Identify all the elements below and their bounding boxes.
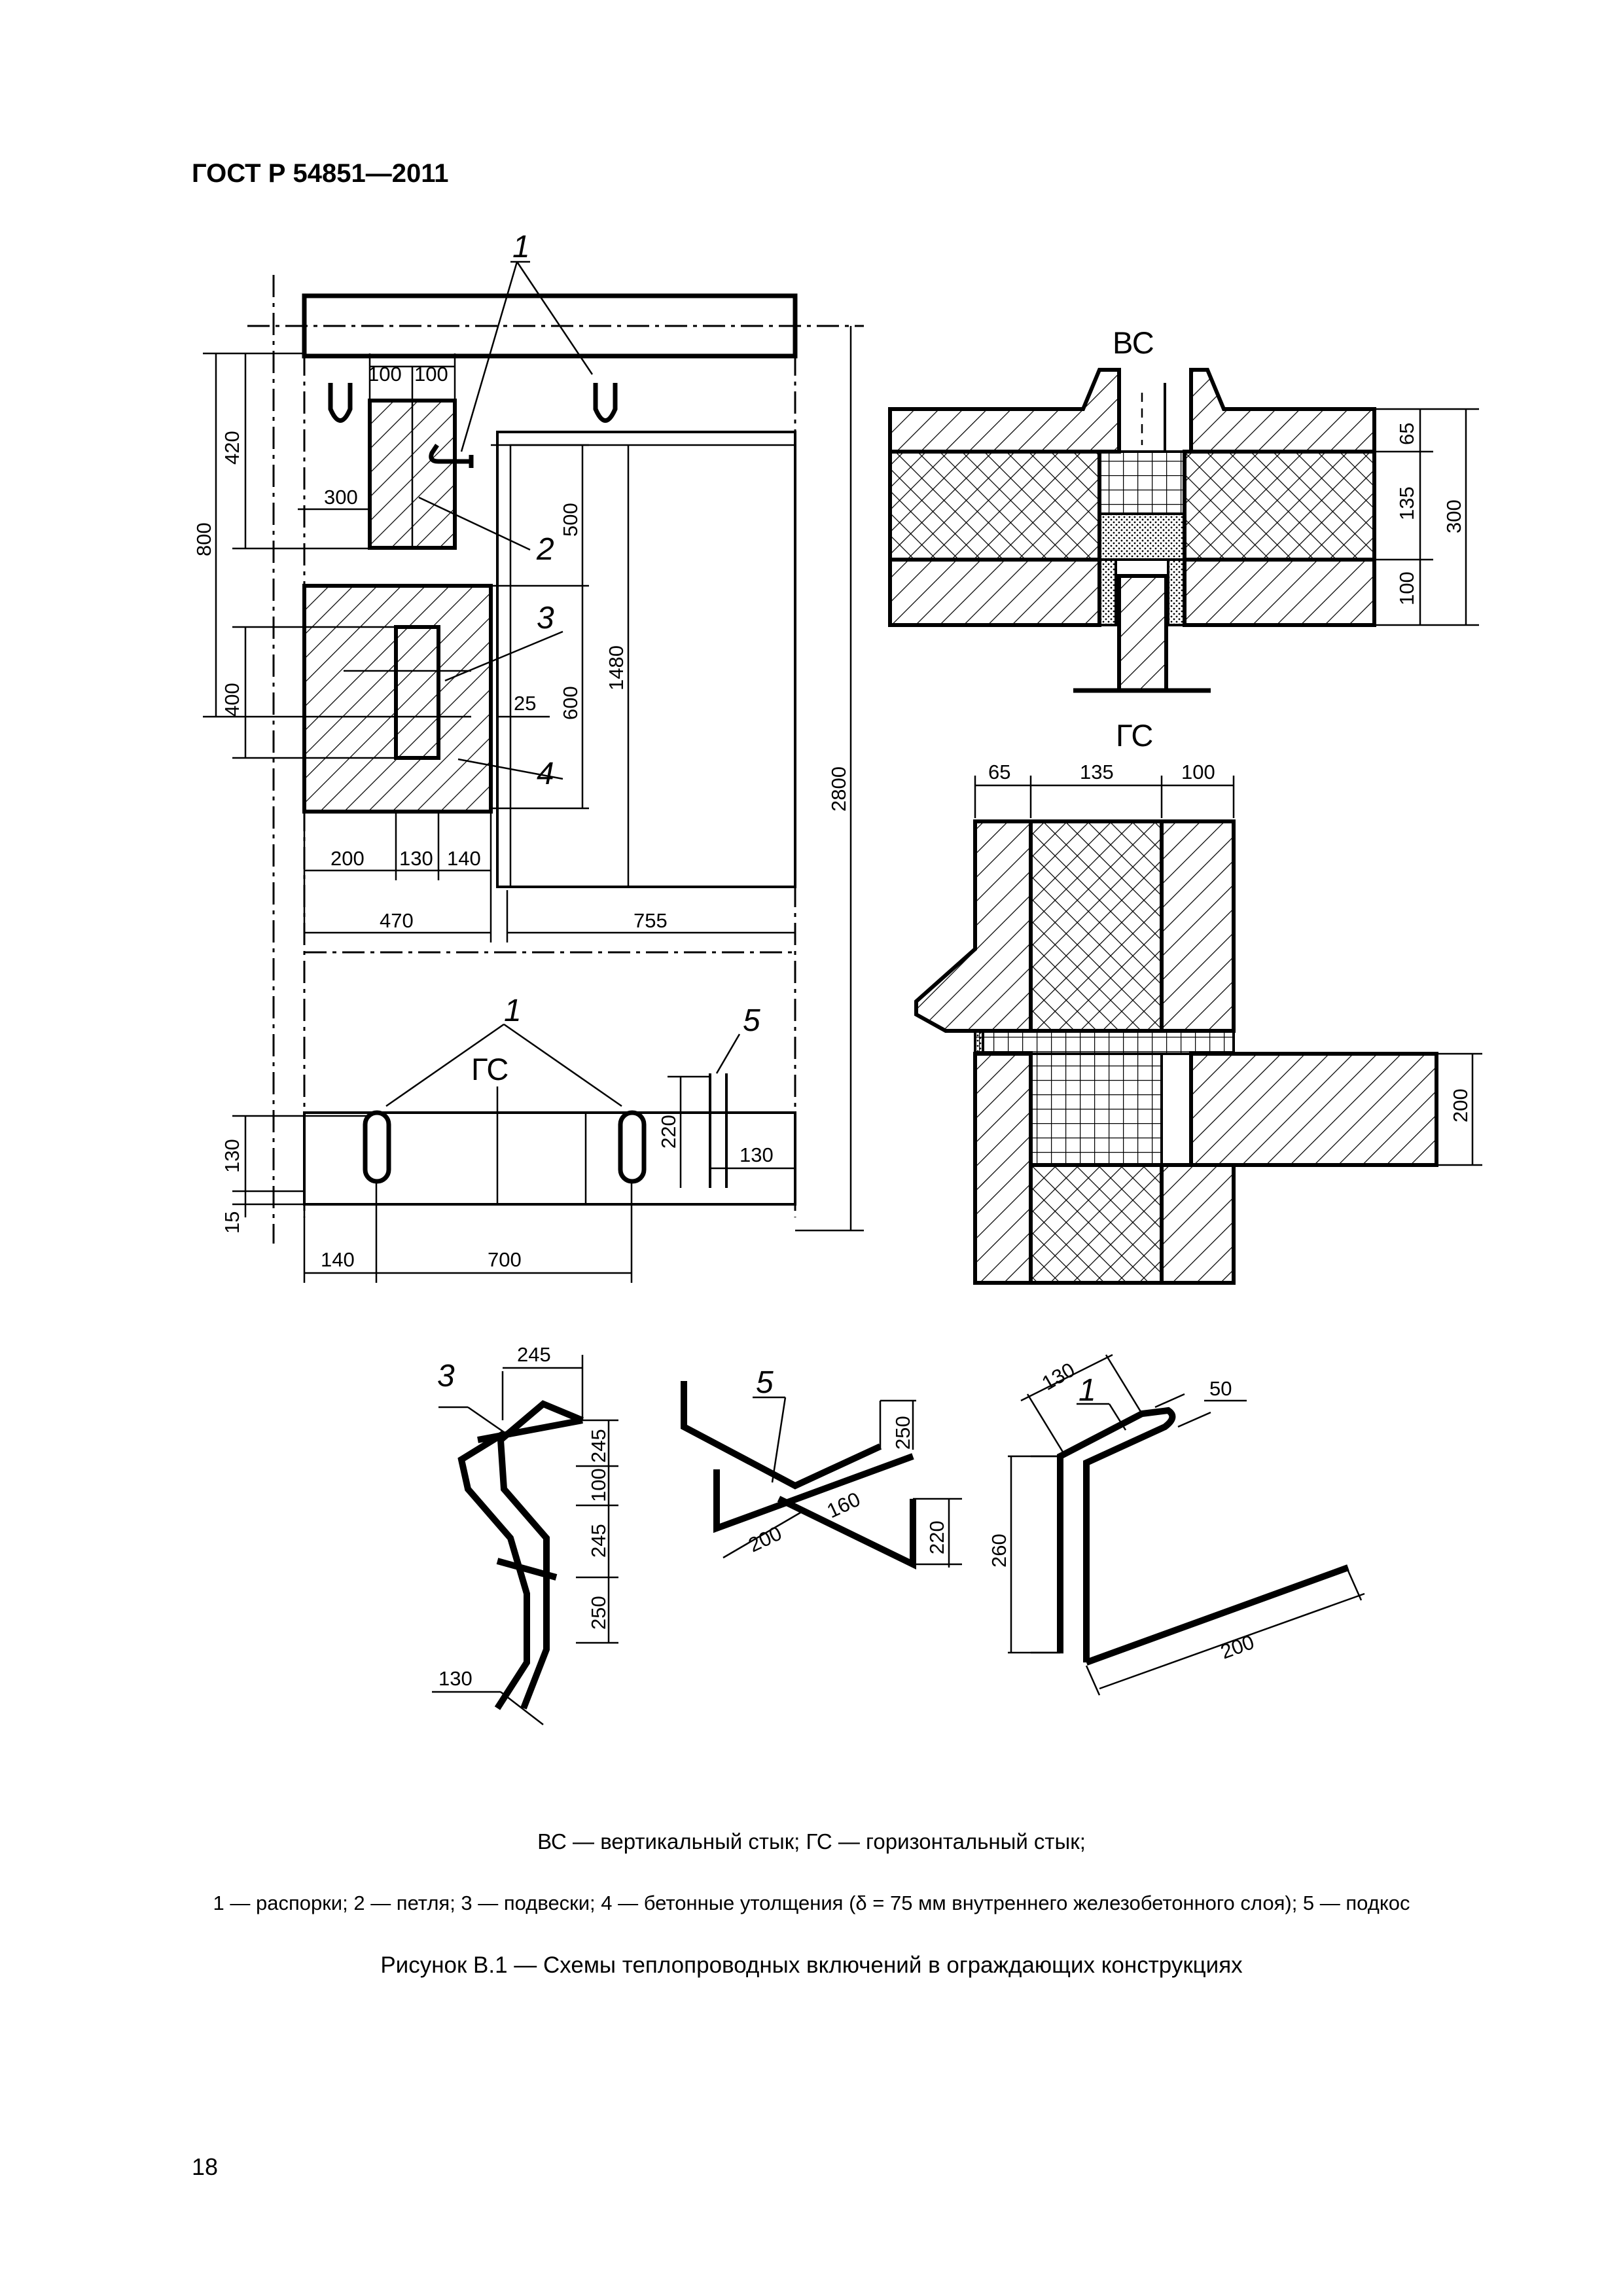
panel-dimensions: 100 100 300 420 800 400 500 600 25 1480 …	[192, 230, 850, 1271]
legend-line-1: ВС — вертикальный стык; ГС — горизонталь…	[537, 1829, 1086, 1854]
dim-p250: 250	[587, 1596, 610, 1630]
dim-700: 700	[488, 1248, 522, 1271]
detail-callout-1: 1	[1079, 1373, 1096, 1408]
horizontal-joint-section: ГС 65 135 100 200	[914, 718, 1482, 1285]
dim-200: 200	[330, 847, 365, 870]
label-gs: ГС	[1116, 718, 1153, 753]
dim-gs-135: 135	[1080, 761, 1114, 783]
vertical-joint-section: ВС 65 135 100 300	[888, 325, 1479, 693]
dim-755: 755	[633, 909, 668, 932]
dim-vs-100: 100	[1395, 571, 1418, 605]
dim-b160: 160	[823, 1488, 864, 1523]
callout-2: 2	[536, 532, 554, 567]
dim-p245a: 245	[517, 1343, 551, 1366]
document-header: ГОСТ Р 54851—2011	[192, 159, 449, 188]
dim-p130: 130	[438, 1667, 473, 1690]
detail-hanger: 245 245 100 245 250 130 3	[432, 1343, 618, 1725]
dim-500: 500	[559, 503, 582, 537]
dim-2800: 2800	[827, 766, 850, 812]
dim-p245b: 245	[587, 1429, 610, 1463]
dim-s200: 200	[1217, 1630, 1257, 1664]
dim-400: 400	[221, 683, 243, 717]
dim-470: 470	[380, 909, 414, 932]
callout-3: 3	[537, 601, 554, 636]
dim-100a: 100	[368, 363, 402, 386]
callout-4: 4	[537, 757, 554, 791]
dim-140b: 140	[321, 1248, 355, 1271]
dim-p245c: 245	[587, 1524, 610, 1558]
page-number: 18	[192, 2153, 219, 2180]
dim-b220: 220	[925, 1520, 948, 1554]
dim-vs-135: 135	[1395, 486, 1418, 520]
callout-5: 5	[743, 1003, 760, 1038]
dim-100b: 100	[414, 363, 448, 386]
dim-800: 800	[192, 522, 215, 556]
dim-15: 15	[221, 1211, 243, 1234]
dim-gs-100: 100	[1181, 761, 1215, 783]
dim-130c: 130	[221, 1139, 243, 1173]
dim-p100: 100	[587, 1468, 610, 1502]
dim-220: 220	[657, 1115, 680, 1149]
dim-600: 600	[559, 686, 582, 720]
detail-callout-5: 5	[756, 1365, 774, 1400]
dim-130b: 130	[740, 1143, 774, 1166]
dim-b250: 250	[891, 1416, 914, 1450]
label-vs: ВС	[1113, 325, 1154, 360]
detail-callout-3: 3	[437, 1359, 455, 1393]
dim-300: 300	[324, 486, 358, 509]
panel-plan	[203, 260, 864, 1283]
detail-spacer: 130 50 260 200 1	[988, 1354, 1365, 1696]
detail-brace: 250 160 200 220 5	[681, 1365, 962, 1570]
dim-gs-65: 65	[988, 761, 1010, 783]
figure-caption: Рисунок В.1 — Схемы теплопроводных включ…	[380, 1952, 1243, 1978]
dim-130: 130	[399, 847, 433, 870]
dim-140: 140	[447, 847, 481, 870]
dim-25: 25	[514, 692, 536, 715]
legend-line-2: 1 — распорки; 2 — петля; 3 — подвески; 4…	[213, 1892, 1410, 1914]
dim-s260: 260	[988, 1534, 1010, 1568]
dim-1480: 1480	[605, 645, 628, 691]
dim-vs-65: 65	[1395, 423, 1418, 445]
dim-gs-200: 200	[1449, 1088, 1472, 1122]
label-gs-bottom: ГС	[471, 1052, 508, 1086]
callout-1-bottom: 1	[504, 994, 522, 1028]
dim-b200: 200	[745, 1522, 785, 1557]
dim-vs-300: 300	[1442, 499, 1465, 533]
callout-1-top: 1	[512, 230, 530, 264]
dim-420: 420	[221, 431, 243, 465]
dim-s50: 50	[1209, 1377, 1232, 1400]
